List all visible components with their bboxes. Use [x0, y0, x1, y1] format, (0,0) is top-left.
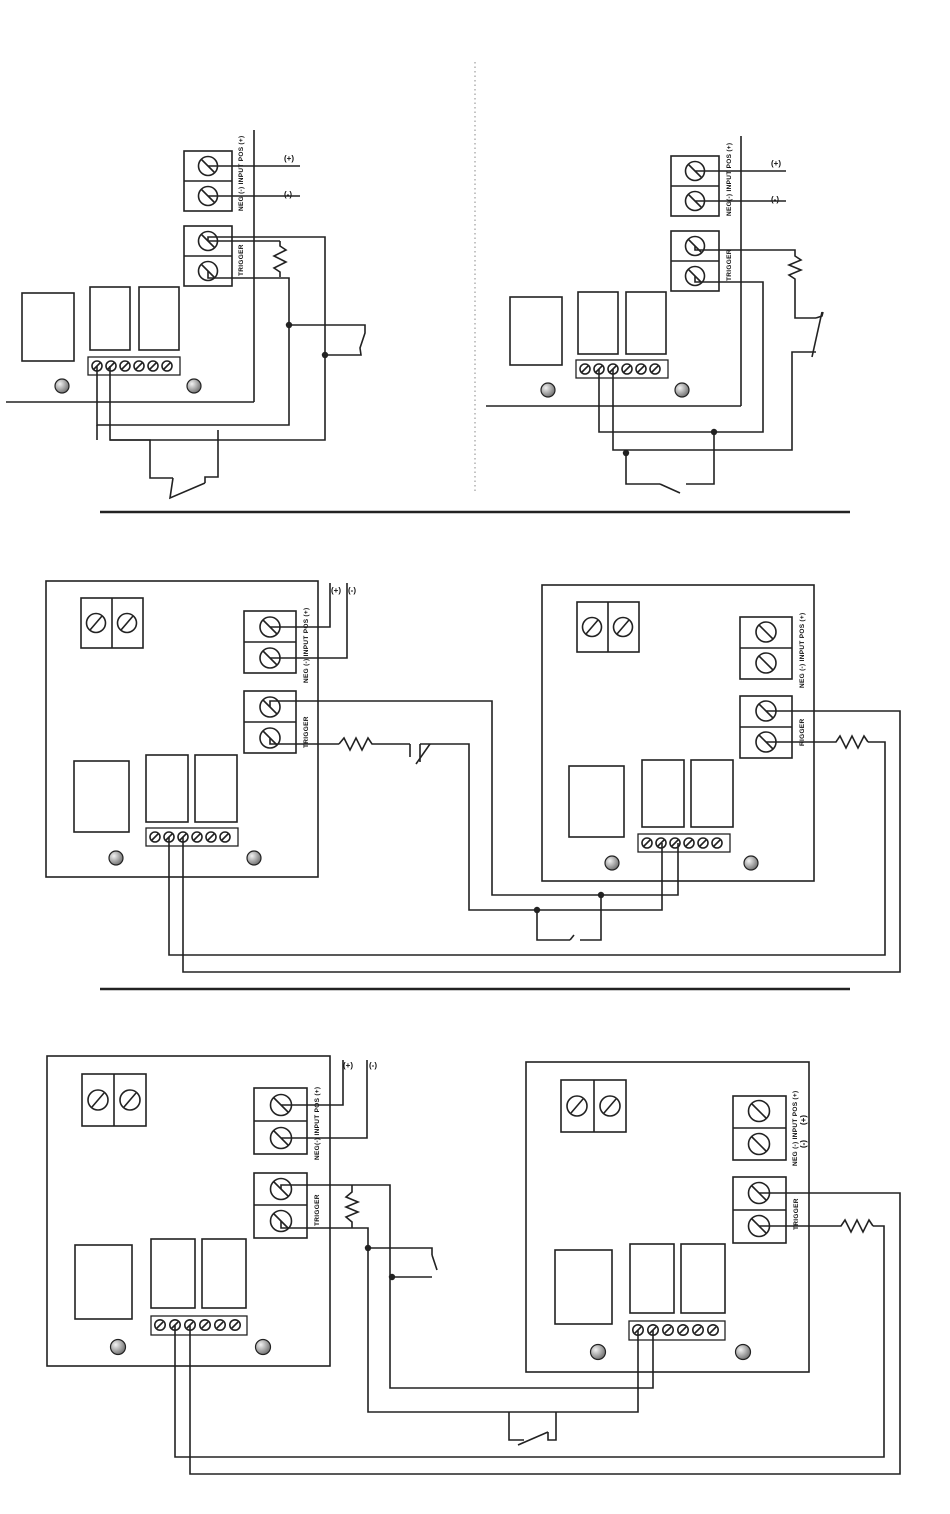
diagram-top-right: NEG(-) INPUT POS (+) TRIGGER (+) (-) [486, 136, 823, 493]
led [744, 856, 758, 870]
power-terminal [82, 1074, 146, 1126]
led [675, 383, 689, 397]
plus-label: (+) [284, 154, 294, 163]
component-box [75, 1245, 132, 1319]
relay-box [691, 760, 733, 827]
relay-box [151, 1239, 195, 1308]
power-terminal [577, 602, 639, 652]
led [736, 1345, 751, 1360]
relay-box [139, 287, 179, 350]
minus-label: (-) [771, 195, 779, 204]
relay-box [578, 292, 618, 354]
minus-label: (-) [799, 1140, 808, 1148]
relay-box [195, 755, 237, 822]
input-terminal-block: NEG(-) INPUT POS (+) [671, 143, 733, 216]
output-terminal-strip [629, 1321, 725, 1340]
relay-box [202, 1239, 246, 1308]
component-box [22, 293, 74, 361]
input-label: NEG (-) INPUT POS (+) [792, 1091, 799, 1166]
input-label: NEG (-) INPUT POS (+) [238, 136, 245, 211]
input-label: NEG(-) INPUT POS (+) [314, 1087, 321, 1160]
power-terminal [81, 598, 143, 648]
plus-label: (+) [331, 586, 341, 595]
led [111, 1340, 126, 1355]
diagram-bottom: NEG(-) INPUT POS (+) TRIGGER (+) (-) [47, 1056, 900, 1474]
output-terminal-strip [638, 834, 730, 852]
diagram-middle: NEG (-) INPUT POS (+) TRIGGER (+) (-) [46, 581, 900, 972]
trigger-label: TRIGGER [314, 1194, 321, 1226]
diagram-top-left: NEG (-) INPUT POS (+) TRIGGER (+) (-) [6, 130, 365, 498]
relay-box [90, 287, 130, 350]
input-label: NEG (-) INPUT POS (+) [303, 608, 310, 683]
minus-label: (-) [348, 586, 356, 595]
trigger-terminal-block: TRIGGER [184, 226, 245, 286]
led [591, 1345, 606, 1360]
led [247, 851, 261, 865]
output-terminal-strip [88, 357, 180, 375]
output-terminal-strip [576, 360, 668, 378]
relay-box [146, 755, 188, 822]
plus-label: (+) [343, 1061, 353, 1070]
relay-box [681, 1244, 725, 1313]
output-terminal-strip [151, 1316, 247, 1335]
input-label: NEG(-) INPUT POS (+) [726, 143, 733, 216]
component-box [74, 761, 129, 832]
component-box [569, 766, 624, 837]
trigger-label: TRIGGER [238, 244, 245, 276]
plus-label: (+) [771, 159, 781, 168]
component-box [510, 297, 562, 365]
led [187, 379, 201, 393]
minus-label: (-) [369, 1061, 377, 1070]
component-box [555, 1250, 612, 1324]
minus-label: (-) [284, 190, 292, 199]
plus-label: (+) [799, 1115, 808, 1125]
relay-box [626, 292, 666, 354]
power-terminal [561, 1080, 626, 1132]
led [605, 856, 619, 870]
input-label: NEG (-) INPUT POS (+) [799, 613, 806, 688]
led [55, 379, 69, 393]
trigger-label: TRIGGER [726, 249, 733, 281]
input-terminal-block: NEG (-) INPUT POS (+) [184, 136, 245, 211]
led [256, 1340, 271, 1355]
led [109, 851, 123, 865]
led [541, 383, 555, 397]
relay-box [630, 1244, 674, 1313]
output-terminal-strip [146, 828, 238, 846]
relay-box [642, 760, 684, 827]
